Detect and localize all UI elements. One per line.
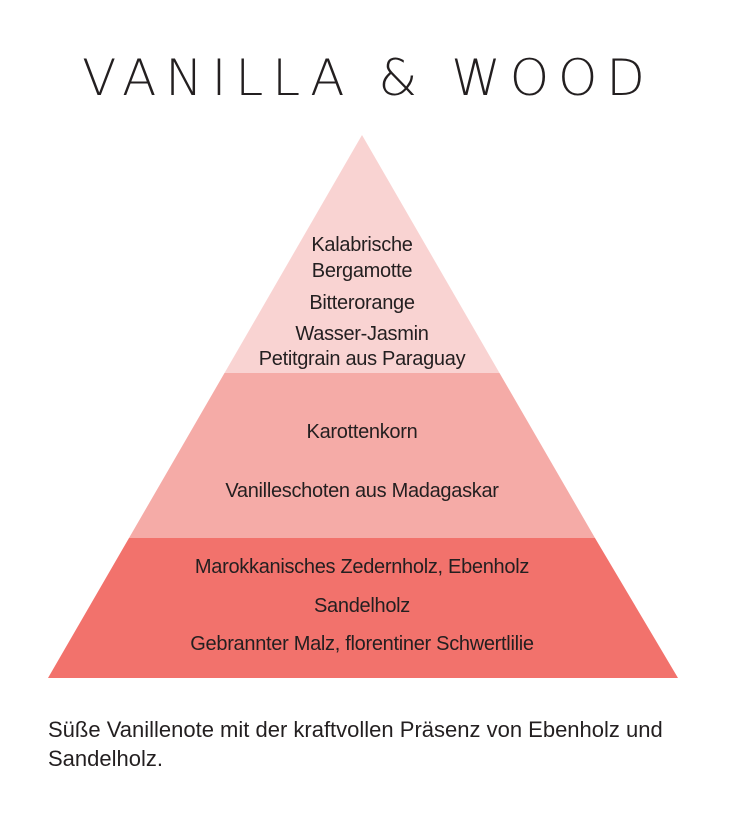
heart-note: Karottenkorn (306, 421, 418, 443)
page-title: VANILLA & WOOD (82, 49, 654, 107)
top-note: Wasser-Jasmin (295, 323, 429, 345)
heart-note: Vanilleschoten aus Madagaskar (225, 480, 499, 502)
pyramid-top-layer (224, 135, 500, 373)
base-note: Sandelholz (314, 595, 410, 617)
top-note: Bergamotte (311, 260, 413, 282)
pyramid-base-layer (48, 538, 678, 678)
base-note: Gebrannter Malz, florentiner Schwertlili… (190, 633, 534, 655)
top-note: Bitterorange (309, 292, 415, 314)
base-note: Marokkanisches Zedernholz, Ebenholz (194, 556, 530, 578)
top-note: Kalabrische (311, 234, 413, 256)
description: Süße Vanillenote mit der kraftvollen Prä… (48, 717, 663, 771)
top-note: Petitgrain aus Paraguay (258, 348, 466, 370)
pyramid-middle-layer (129, 373, 595, 538)
